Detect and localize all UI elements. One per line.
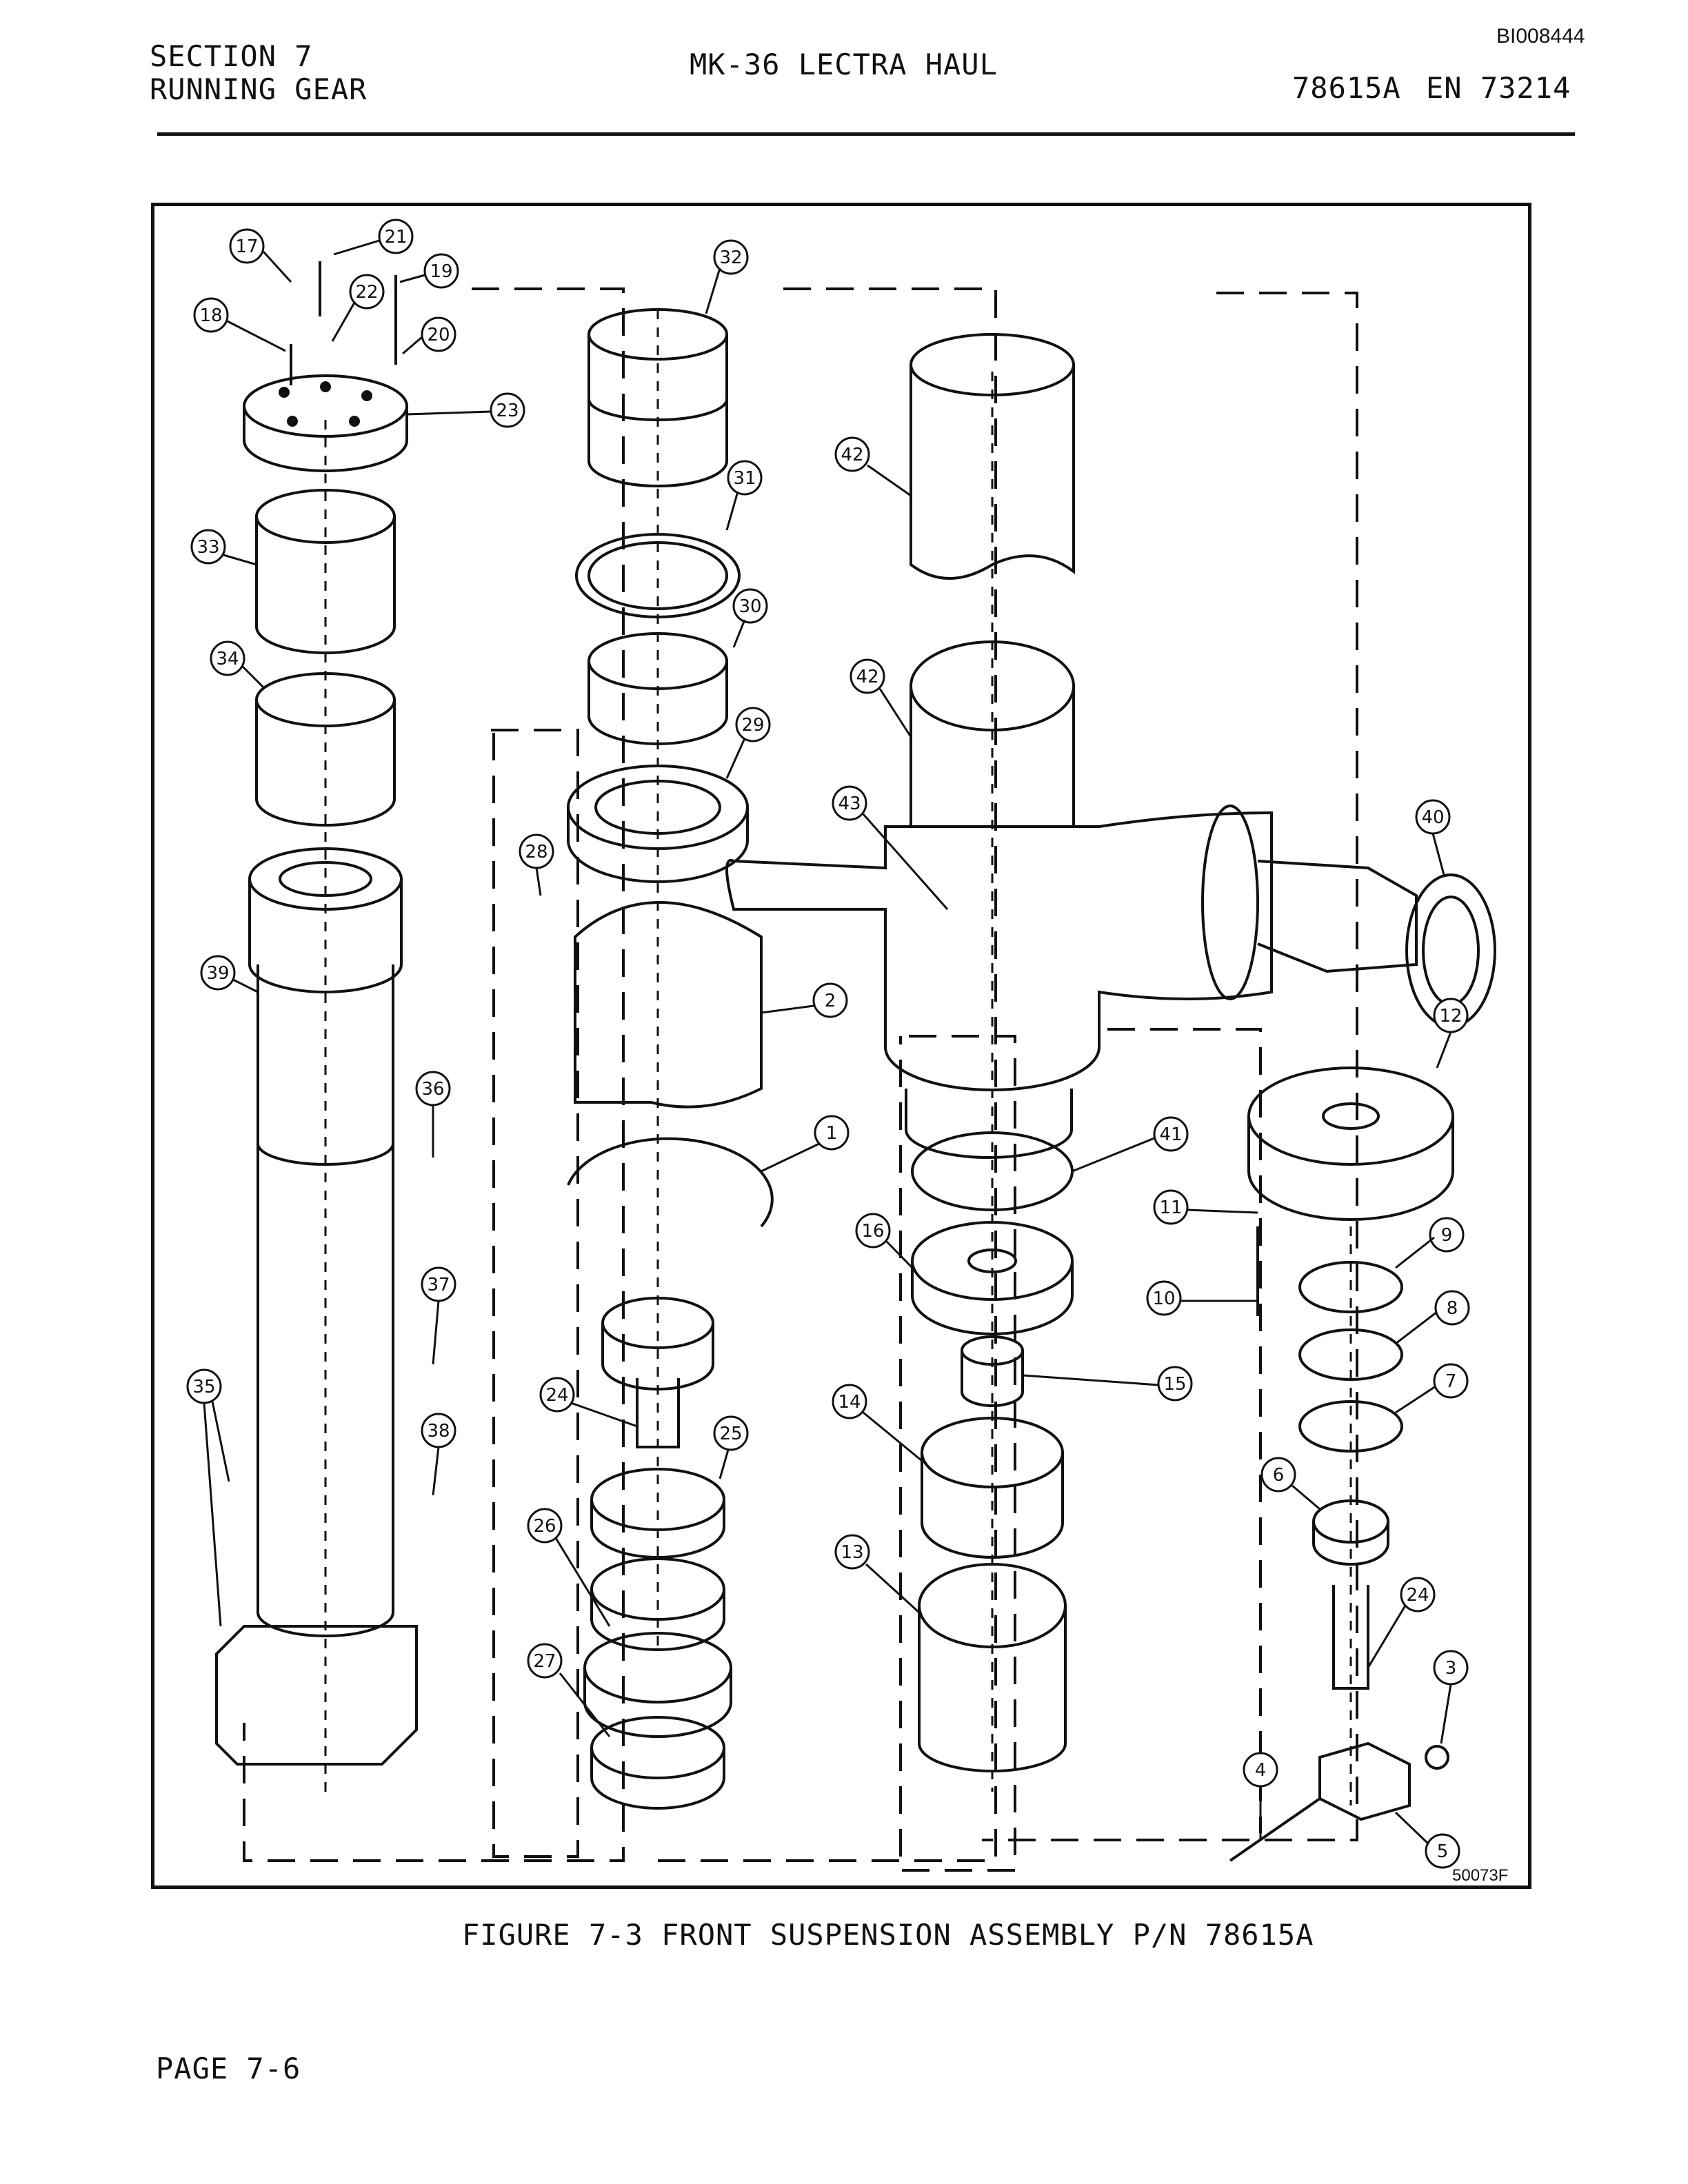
svg-text:37: 37 — [427, 1275, 450, 1295]
svg-text:28: 28 — [525, 842, 547, 862]
spindle — [1257, 860, 1418, 973]
page-number: PAGE 7-6 — [156, 2052, 301, 2085]
header-rule — [157, 132, 1575, 136]
svg-text:6: 6 — [1273, 1465, 1285, 1486]
svg-text:5: 5 — [1437, 1841, 1449, 1862]
svg-text:13: 13 — [841, 1542, 863, 1563]
mounting-base — [215, 1625, 418, 1766]
section-label: SECTION 7 — [150, 39, 313, 73]
svg-text:17: 17 — [235, 236, 258, 257]
svg-text:16: 16 — [861, 1221, 884, 1242]
ring-31 — [575, 533, 741, 618]
svg-text:15: 15 — [1163, 1374, 1186, 1395]
knuckle-43 — [725, 811, 1273, 1091]
svg-text:14: 14 — [838, 1392, 861, 1413]
svg-text:42: 42 — [856, 667, 878, 687]
group-box-lower — [899, 1035, 1016, 1872]
snap-ring-1 — [567, 1137, 774, 1228]
svg-text:29: 29 — [741, 715, 764, 736]
svg-text:40: 40 — [1421, 807, 1444, 828]
svg-text:32: 32 — [719, 247, 742, 268]
svg-text:19: 19 — [430, 261, 452, 282]
svg-text:23: 23 — [496, 401, 519, 421]
svg-text:18: 18 — [199, 305, 222, 326]
castle-nut-5 — [1318, 1741, 1411, 1821]
group-box-center-inner — [491, 729, 579, 1858]
svg-text:35: 35 — [192, 1377, 215, 1397]
part-reference: 78615A — [1292, 71, 1401, 105]
svg-text:8: 8 — [1447, 1298, 1458, 1319]
svg-text:9: 9 — [1441, 1225, 1453, 1246]
svg-text:33: 33 — [197, 537, 219, 558]
cotter-pin-4 — [1229, 1797, 1321, 1862]
bearing-8 — [1298, 1328, 1403, 1381]
svg-text:34: 34 — [216, 649, 239, 669]
pad-27 — [590, 1716, 725, 1779]
hub-plate-12 — [1247, 1066, 1454, 1166]
subsection-label: RUNNING GEAR — [150, 72, 368, 106]
svg-text:20: 20 — [427, 325, 450, 345]
svg-text:24: 24 — [1406, 1585, 1429, 1606]
group-box-center — [651, 287, 997, 1862]
stud-24-right — [1332, 1585, 1369, 1690]
svg-text:2: 2 — [825, 991, 836, 1011]
svg-text:24: 24 — [545, 1385, 568, 1406]
svg-text:3: 3 — [1445, 1658, 1457, 1679]
bushing-34 — [255, 672, 396, 727]
svg-text:25: 25 — [719, 1424, 742, 1444]
group-box-right-inner — [1107, 1028, 1262, 1833]
svg-text:31: 31 — [733, 468, 756, 489]
tube-42-upper — [910, 333, 1075, 396]
bearing-9 — [1298, 1261, 1403, 1313]
stud-24 — [636, 1378, 680, 1448]
wear-sleeve-2 — [574, 901, 763, 1109]
svg-text:11: 11 — [1159, 1197, 1182, 1218]
document-id: BI008444 — [1496, 25, 1585, 48]
svg-text:41: 41 — [1159, 1124, 1182, 1145]
svg-text:21: 21 — [384, 227, 407, 247]
svg-text:43: 43 — [838, 793, 861, 814]
group-box-left — [243, 287, 625, 1862]
svg-text:27: 27 — [533, 1651, 556, 1672]
svg-text:12: 12 — [1439, 1006, 1462, 1027]
svg-text:26: 26 — [533, 1516, 556, 1537]
group-box-right — [982, 292, 1358, 1841]
bearing-7 — [1298, 1400, 1403, 1453]
svg-text:42: 42 — [841, 445, 863, 465]
svg-text:38: 38 — [427, 1421, 450, 1442]
svg-text:39: 39 — [206, 963, 229, 984]
svg-text:36: 36 — [421, 1079, 444, 1100]
svg-text:7: 7 — [1445, 1371, 1457, 1392]
document-title: MK-36 LECTRA HAUL — [690, 48, 998, 81]
figure-caption: FIGURE 7-3 FRONT SUSPENSION ASSEMBLY P/N… — [462, 1918, 1314, 1952]
svg-text:22: 22 — [355, 282, 378, 303]
svg-text:10: 10 — [1152, 1288, 1175, 1309]
engineering-notice: EN 73214 — [1426, 71, 1571, 105]
svg-text:4: 4 — [1255, 1760, 1267, 1781]
svg-text:1: 1 — [826, 1123, 838, 1144]
drawing-code: 50073F — [1452, 1866, 1509, 1885]
svg-text:30: 30 — [738, 596, 761, 617]
grease-fitting-3 — [1425, 1745, 1449, 1770]
